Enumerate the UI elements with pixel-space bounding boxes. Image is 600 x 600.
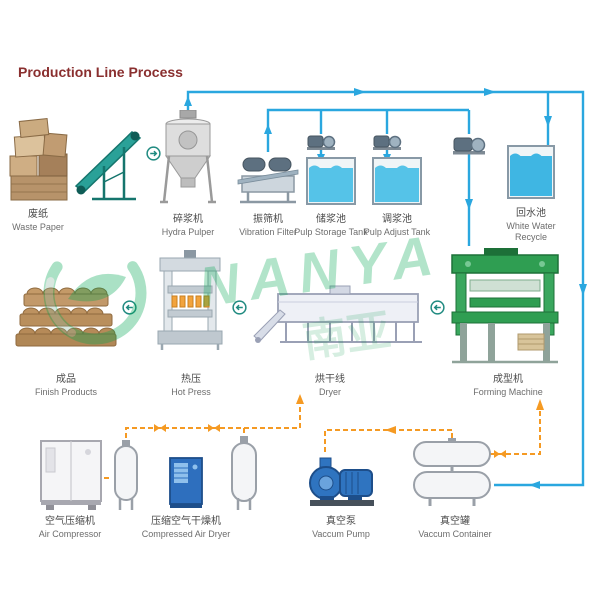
- label-air-compressor: 空气压缩机 Air Compressor: [38, 516, 102, 539]
- label-vacuum-pump: 真空泵 Vaccum Pump: [312, 516, 370, 539]
- pulp-storage-tank: [305, 152, 357, 206]
- air-compressor: [38, 438, 104, 512]
- air-tank-1: [112, 440, 140, 512]
- label-hydra-pulper: 碎浆机 Hydra Pulper: [161, 214, 215, 237]
- white-water-tank: [506, 142, 556, 202]
- hydra-pulper-icon: [160, 110, 216, 204]
- flow-arrow-right-icon: [146, 146, 161, 161]
- forming-machine-icon: [451, 248, 559, 364]
- air-vacuum-pipes: [104, 394, 544, 479]
- tank-icon: [306, 157, 356, 205]
- label-vacuum-container: 真空罐 Vaccum Container: [418, 516, 492, 539]
- dryer-icon: [253, 285, 422, 343]
- vacuum-pump-icon: [309, 457, 374, 506]
- label-waste-paper: 废纸 Waste Paper: [12, 209, 64, 232]
- valve-icon: [208, 424, 220, 432]
- label-dryer: 烘干线 Dryer: [315, 374, 345, 397]
- flow-arrow-left-icon: [122, 300, 137, 315]
- forming-machine: [448, 248, 562, 368]
- vacuum-container: [410, 438, 496, 508]
- hydra-pulper: [160, 110, 216, 210]
- tank-icon: [507, 145, 555, 199]
- belt-conveyor: [74, 124, 146, 202]
- vacuum-pump: [306, 452, 378, 510]
- vertical-tank-icon: [114, 440, 138, 510]
- hot-press: [152, 250, 228, 352]
- finish-products-icon: [15, 287, 117, 347]
- air-compressor-icon: [40, 440, 102, 510]
- vacuum-container-icon: [413, 438, 491, 506]
- label-pulp-storage-tank: 储浆池 Pulp Storage Tank: [294, 214, 368, 237]
- label-compressed-air-dryer: 压缩空气干燥机 Compressed Air Dryer: [141, 516, 231, 539]
- hot-press-icon: [157, 250, 223, 350]
- pump-icon: [373, 135, 402, 150]
- waste-paper-icon: [9, 118, 68, 201]
- label-finish-products: 成品 Finish Products: [34, 374, 98, 397]
- tank-icon: [372, 157, 422, 205]
- vibration-filter-icon: [237, 157, 299, 204]
- valve-icon: [154, 424, 166, 432]
- belt-conveyor-icon: [74, 131, 142, 201]
- water-pulp-pipes: [184, 88, 587, 489]
- pump-icon: [453, 137, 486, 155]
- label-white-water-recycle: 回水池 White Water Recycle: [506, 208, 556, 242]
- pulp-pump-1: [306, 130, 336, 152]
- stock-pump: [452, 132, 486, 156]
- waste-paper: [8, 116, 70, 204]
- label-vibration-filter: 振筛机 Vibration Filter: [239, 214, 297, 237]
- pump-icon: [307, 135, 336, 150]
- air-dryer-unit-icon: [169, 457, 203, 508]
- air-tank-2: [228, 436, 260, 512]
- pulp-adjust-tank: [371, 152, 423, 206]
- flow-arrow-left-icon: [232, 300, 247, 315]
- flow-arrow-left-icon: [430, 300, 445, 315]
- finish-products: [14, 268, 118, 350]
- page-title: Production Line Process: [18, 64, 183, 80]
- label-pulp-adjust-tank: 调浆池 Pulp Adjust Tank: [363, 214, 431, 237]
- valve-icon: [494, 450, 506, 458]
- vertical-tank-icon: [231, 436, 257, 510]
- label-hot-press: 热压 Hot Press: [171, 374, 211, 397]
- vibration-filter: [236, 150, 300, 206]
- pulp-pump-2: [372, 130, 402, 152]
- refrigerated-air-dryer: [168, 454, 204, 512]
- dryer-line: [252, 284, 426, 352]
- label-forming-machine: 成型机 Forming Machine: [473, 374, 543, 397]
